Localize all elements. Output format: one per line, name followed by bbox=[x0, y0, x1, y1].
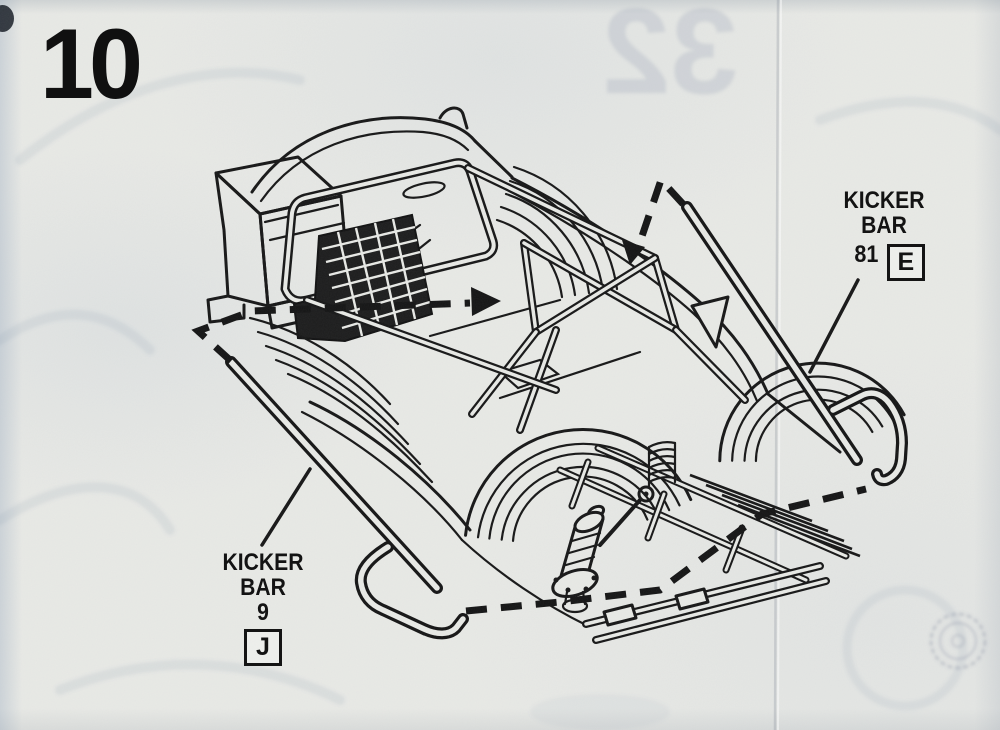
key-letter-box-e: E bbox=[886, 243, 925, 281]
part-number: 81 bbox=[854, 240, 879, 268]
part-name-line1: KICKER bbox=[222, 549, 304, 576]
key-letter-box-j: J bbox=[244, 628, 282, 666]
kicker-bar-j-label: KICKER BAR 9 J bbox=[203, 549, 323, 666]
part-number: 9 bbox=[257, 598, 269, 626]
part-name-line2: BAR bbox=[861, 211, 907, 239]
kicker-bar-e-label: KICKER BAR 81 E bbox=[828, 187, 940, 281]
step-number: 10 bbox=[40, 8, 143, 119]
key-letter: E bbox=[897, 247, 915, 276]
part-name-line1: KICKER bbox=[843, 187, 925, 214]
key-letter: J bbox=[256, 632, 270, 661]
part-name-line2: BAR bbox=[240, 573, 286, 601]
